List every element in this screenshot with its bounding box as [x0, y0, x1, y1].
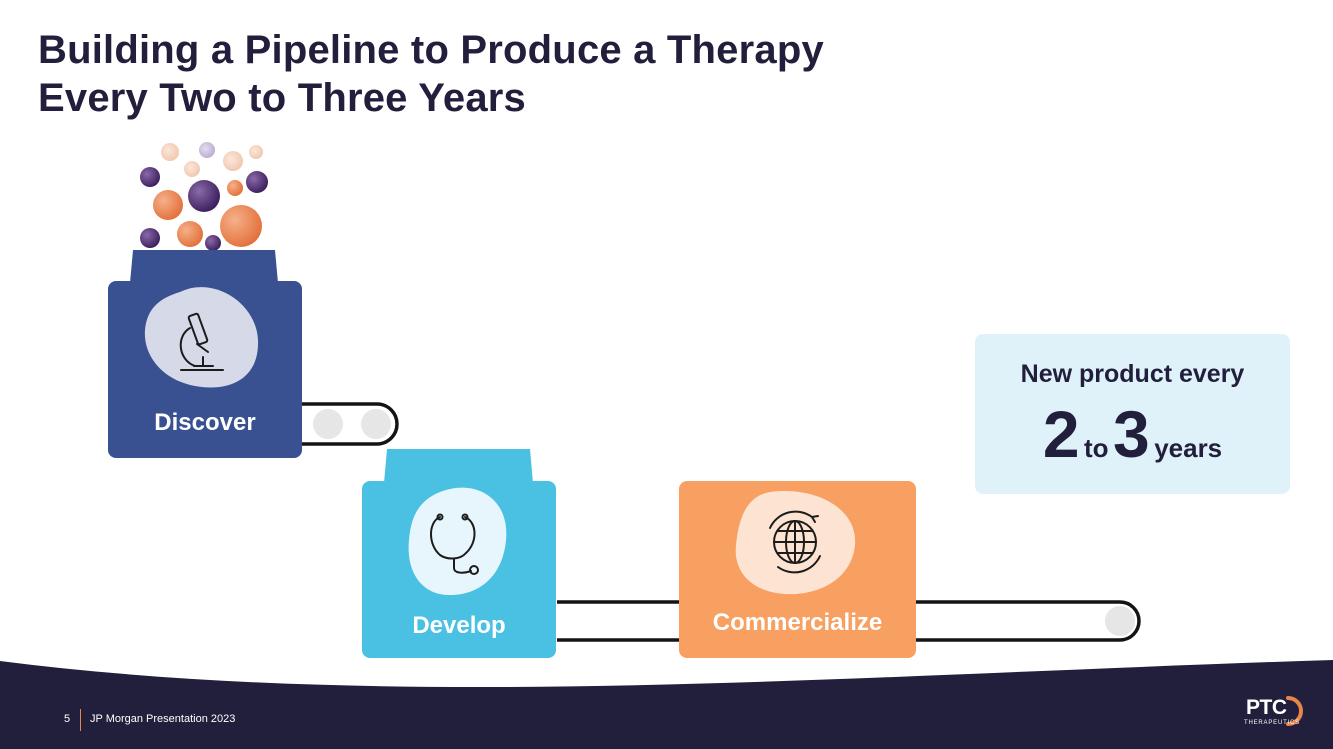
stage-label-commercialize: Commercialize — [712, 609, 883, 636]
title-line-1: Building a Pipeline to Produce a Therapy — [38, 28, 824, 72]
microscope-icon — [179, 312, 224, 371]
conveyor-belt-1 — [280, 402, 399, 446]
title-line-2: Every Two to Three Years — [38, 76, 526, 120]
stage-label-develop: Develop — [412, 612, 506, 639]
globe-icon — [769, 510, 821, 574]
commercialize-machine — [679, 481, 916, 658]
callout-connector: to — [1084, 433, 1109, 463]
discover-machine — [108, 250, 302, 458]
footer-event: JP Morgan Presentation 2023 — [90, 713, 236, 725]
conveyor-belt-2 — [557, 600, 680, 642]
develop-machine — [362, 449, 556, 658]
page-number: 5 — [64, 713, 71, 725]
footer-divider — [80, 709, 81, 731]
stethoscope-icon — [430, 513, 479, 575]
callout-unit: years — [1154, 433, 1223, 463]
stage-label-discover: Discover — [154, 409, 256, 436]
callout-years: 2 to 3 years — [975, 396, 1290, 472]
callout-max-years: 3 — [1113, 397, 1150, 471]
callout-heading: New product every — [1020, 360, 1245, 388]
conveyor-belt-3 — [915, 600, 1141, 642]
ptc-logo: PTC THERAPEUTICS — [1236, 694, 1308, 730]
callout-min-years: 2 — [1042, 397, 1080, 471]
footer-band — [0, 660, 1333, 749]
molecule-bubbles-icon — [140, 142, 268, 251]
logo-arc-icon — [1286, 696, 1303, 726]
logo-text: PTC — [1246, 696, 1287, 719]
frequency-callout: New product every 2 to 3 years — [975, 334, 1290, 494]
logo-subtext: THERAPEUTICS — [1244, 720, 1300, 726]
page-title: Building a Pipeline to Produce a Therapy… — [38, 26, 1018, 122]
